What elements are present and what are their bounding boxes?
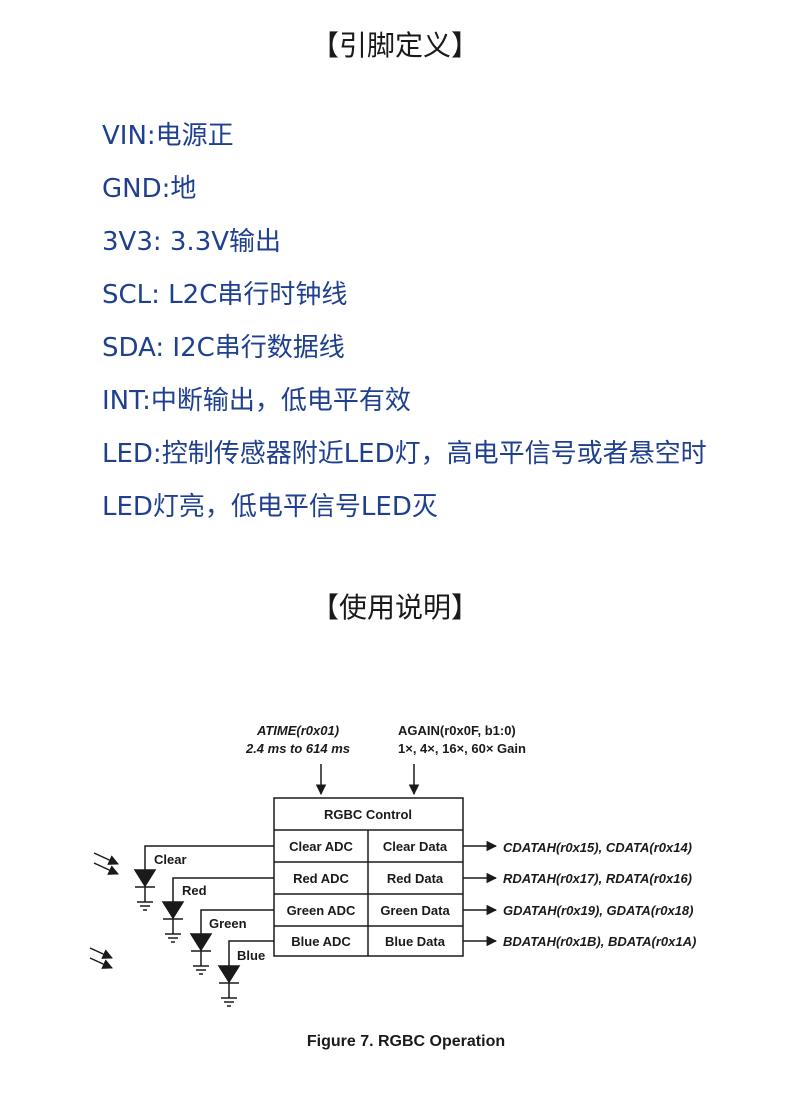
pin-item-sda: SDA: I2C串行数据线 bbox=[102, 333, 345, 363]
blue-adc: Blue ADC bbox=[291, 934, 351, 949]
again-label: AGAIN(r0x0F, b1:0) bbox=[398, 723, 516, 738]
incident-light-icon bbox=[93, 852, 119, 875]
blue-register: BDATAH(r0x1B), BDATA(r0x1A) bbox=[503, 934, 696, 949]
blue-data: Blue Data bbox=[385, 934, 446, 949]
clear-adc: Clear ADC bbox=[289, 839, 353, 854]
clear-diode-label: Clear bbox=[154, 852, 187, 867]
atime-label: ATIME(r0x01) bbox=[256, 723, 339, 738]
clear-register: CDATAH(r0x15), CDATA(r0x14) bbox=[503, 840, 692, 855]
red-register: RDATAH(r0x17), RDATA(r0x16) bbox=[503, 871, 692, 886]
pin-item-led-continued: LED灯亮，低电平信号LED灭 bbox=[102, 492, 438, 522]
green-photodiode-icon bbox=[189, 909, 274, 975]
figure-caption: Figure 7. RGBC Operation bbox=[307, 1033, 505, 1050]
rgbc-control-title: RGBC Control bbox=[324, 807, 412, 822]
rgbc-control-table: RGBC Control bbox=[273, 797, 464, 957]
pin-item-gnd: GND:地 bbox=[102, 174, 197, 204]
atime-range: 2.4 ms to 614 ms bbox=[245, 741, 350, 756]
pin-item-led: LED:控制传感器附近LED灯，高电平信号或者悬空时 bbox=[102, 439, 707, 469]
rgbc-operation-figure: ATIME(r0x01) 2.4 ms to 614 ms AGAIN(r0x0… bbox=[0, 690, 790, 1070]
blue-diode-label: Blue bbox=[237, 948, 265, 963]
green-register: GDATAH(r0x19), GDATA(r0x18) bbox=[503, 903, 693, 918]
red-adc: Red ADC bbox=[293, 871, 349, 886]
green-diode-label: Green bbox=[209, 916, 247, 931]
pin-item-vin: VIN:电源正 bbox=[102, 121, 234, 151]
incident-light-icon bbox=[89, 947, 113, 969]
pin-item-scl: SCL: L2C串行时钟线 bbox=[102, 280, 348, 310]
blue-photodiode-icon bbox=[217, 940, 274, 1007]
red-photodiode-icon bbox=[161, 877, 274, 943]
clear-data: Clear Data bbox=[383, 839, 448, 854]
again-values: 1×, 4×, 16×, 60× Gain bbox=[398, 741, 526, 756]
pin-definition-heading: 【引脚定义】 bbox=[310, 29, 479, 62]
red-diode-label: Red bbox=[182, 883, 207, 898]
red-data: Red Data bbox=[387, 871, 444, 886]
clear-photodiode-icon bbox=[133, 845, 274, 911]
pin-list: VIN:电源正 GND:地 3V3: 3.3V输出 SCL: L2C串行时钟线 … bbox=[102, 116, 707, 540]
pin-item-3v3: 3V3: 3.3V输出 bbox=[102, 227, 282, 257]
pin-item-int: INT:中断输出，低电平有效 bbox=[102, 386, 411, 416]
usage-heading: 【使用说明】 bbox=[310, 591, 479, 624]
rgbc-diagram: ATIME(r0x01) 2.4 ms to 614 ms AGAIN(r0x0… bbox=[89, 723, 696, 1050]
green-data: Green Data bbox=[380, 903, 450, 918]
green-adc: Green ADC bbox=[287, 903, 356, 918]
